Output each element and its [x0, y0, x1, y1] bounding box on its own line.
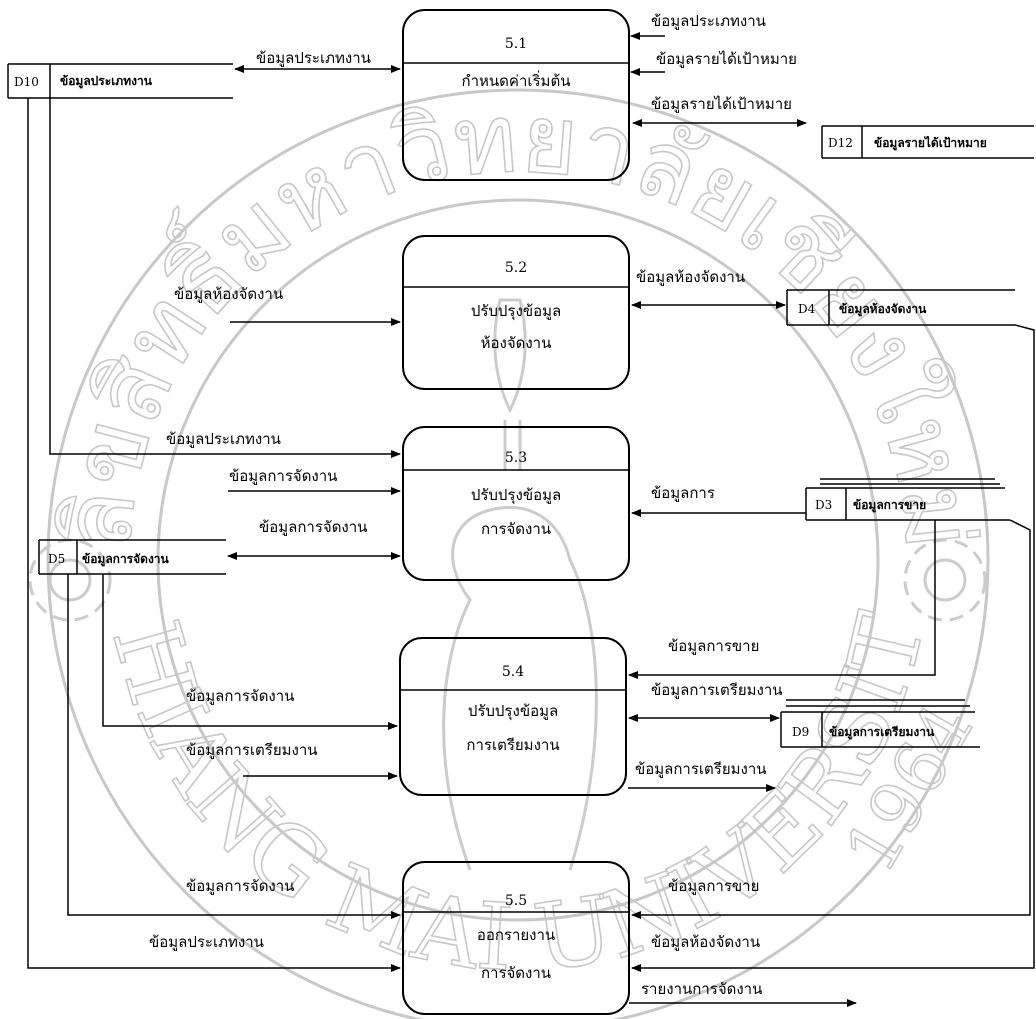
flow-label-p1-d12: ข้อมูลรายได้เป้าหมาย — [651, 95, 792, 113]
flow-label-p2-in: ข้อมูลห้องจัดงาน — [174, 285, 283, 303]
flow-label-d5-p5: ข้อมูลการจัดงาน — [186, 877, 294, 895]
datastore-id: D10 — [14, 75, 39, 89]
process-id: 5.2 — [505, 260, 527, 276]
datastore-id: D9 — [792, 725, 809, 739]
flow-label-d4-p5: ข้อมูลห้องจัดงาน — [651, 933, 760, 951]
flow-label-p2-d4: ข้อมูลห้องจัดงาน — [636, 268, 745, 286]
flow-label-p4-in: ข้อมูลการเตรียมงาน — [186, 741, 318, 759]
flower-right-icon — [903, 538, 987, 622]
flow-d5-p5-line — [67, 574, 401, 919]
flow-label-d3-p5: ข้อมูลการขาย — [668, 877, 759, 895]
datastore-id: D3 — [815, 498, 832, 512]
datastore-d9: D9 ข้อมูลการเตรียมงาน — [780, 699, 980, 748]
flow-label-p1-in-top: ข้อมูลประเภทงาน — [651, 12, 766, 30]
flow-label-d5-p4: ข้อมูลการจัดงาน — [186, 687, 294, 705]
datastore-name: ข้อมูลการจัดงาน — [82, 552, 170, 567]
flow-labels: ข้อมูลประเภทงาน ข้อมูลรายได้เป้าหมาย ข้อ… — [149, 12, 797, 998]
process-name-line-2: การเตรียมงาน — [466, 736, 559, 754]
process-5-5: 5.5 ออกรายงาน การจัดงาน — [402, 861, 630, 1015]
datastore-d3: D3 ข้อมูลการขาย — [805, 478, 1010, 521]
process-name-line-1: ปรับปรุงข้อมูล — [468, 702, 558, 721]
process-5-1: 5.1 กำหนดค่าเริ่มต้น — [402, 9, 630, 181]
flow-label-d3-p3: ข้อมูลการ — [651, 484, 715, 502]
flow-d10-p5-line — [27, 98, 401, 972]
flow-label-d10-p3: ข้อมูลประเภทงาน — [166, 430, 281, 448]
process-name-line-2: ห้องจัดงาน — [481, 334, 552, 352]
flow-d3-p4-line — [628, 520, 936, 679]
flow-label-p4-d9: ข้อมูลการเตรียมงาน — [651, 681, 783, 699]
process-5-4: 5.4 ปรับปรุงข้อมูล การเตรียมงาน — [399, 637, 627, 796]
process-name: กำหนดค่าเริ่มต้น — [462, 70, 571, 90]
datastore-d4: D4 ข้อมูลห้องจัดงาน — [786, 289, 1015, 326]
datastore-name: ข้อมูลการขาย — [853, 498, 926, 513]
flow-d3-p5-line — [631, 519, 1031, 919]
process-5-2: 5.2 ปรับปรุงข้อมูล ห้องจัดงาน — [402, 235, 630, 390]
process-id: 5.4 — [502, 664, 524, 680]
flow-label-p5-out: รายงานการจัดงาน — [641, 980, 762, 998]
flow-d10-p3-line — [49, 98, 401, 458]
datastore-name: ข้อมูลการเตรียมงาน — [829, 725, 935, 740]
flow-label-d10-p5: ข้อมูลประเภทงาน — [149, 933, 264, 951]
process-name-line-2: การจัดงาน — [481, 520, 551, 538]
datastore-id: D4 — [798, 302, 816, 316]
datastore-name: ข้อมูลรายได้เป้าหมาย — [874, 135, 987, 151]
flow-label-p4-out: ข้อมูลการเตรียมงาน — [635, 760, 767, 778]
process-name-line-1: ปรับปรุงข้อมูล — [471, 302, 561, 321]
process-name-line-1: ออกรายงาน — [477, 926, 555, 944]
flow-label-p1-in-income: ข้อมูลรายได้เป้าหมาย — [656, 50, 797, 68]
datastore-d5: D5 ข้อมูลการจัดงาน — [38, 539, 226, 575]
flow-label-d5-p3: ข้อมูลการจัดงาน — [259, 518, 367, 536]
process-id: 5.3 — [505, 450, 527, 466]
flow-d5-p4-line — [102, 574, 398, 730]
process-id: 5.1 — [505, 36, 527, 52]
flow-label-p3-in: ข้อมูลการจัดงาน — [229, 467, 337, 485]
datastore-d10: D10 ข้อมูลประเภทงาน — [7, 63, 233, 99]
process-name-line-1: ปรับปรุงข้อมูล — [471, 486, 561, 505]
flow-lines — [27, 32, 1035, 1007]
process-5-3: 5.3 ปรับปรุงข้อมูล การจัดงาน — [402, 426, 630, 581]
datastore-name: ข้อมูลห้องจัดงาน — [839, 302, 927, 317]
datastore-id: D5 — [48, 552, 65, 566]
flow-label-d10-p1: ข้อมูลประเภทงาน — [256, 49, 371, 67]
process-name-line-2: การจัดงาน — [481, 964, 551, 982]
datastore-d12: D12 ข้อมูลรายได้เป้าหมาย — [821, 125, 1034, 159]
process-id: 5.5 — [505, 893, 527, 909]
datastore-name: ข้อมูลประเภทงาน — [60, 74, 153, 89]
datastore-id: D12 — [828, 136, 853, 150]
flow-d4-p5-line — [631, 324, 1035, 972]
flow-label-d3-p4: ข้อมูลการขาย — [668, 637, 759, 655]
